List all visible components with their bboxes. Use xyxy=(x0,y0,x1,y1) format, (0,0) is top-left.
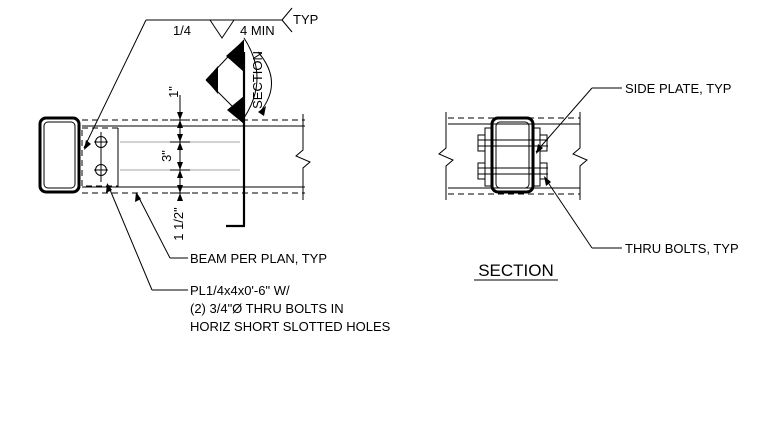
weld-symbol xyxy=(83,7,293,150)
side-plate-leader-arrow xyxy=(536,144,543,154)
section-marker-label: SECTION xyxy=(250,51,265,109)
plate-callout-line1: PL1/4x4x0'-6" W/ xyxy=(190,283,290,298)
hss-column-inner xyxy=(43,121,76,189)
section-break-right xyxy=(572,112,588,200)
dimension-string xyxy=(170,95,190,201)
section-cut xyxy=(205,37,258,228)
side-plate-leader xyxy=(535,87,593,153)
weld-size: 1/4 xyxy=(173,23,191,38)
dim-middle: 3" xyxy=(159,150,174,162)
section-title: SECTION xyxy=(478,261,554,280)
section-side-plate-left xyxy=(484,127,492,187)
plate-callout-line3: HORIZ SHORT SLOTTED HOLES xyxy=(190,319,391,334)
dim-top: 1" xyxy=(166,86,181,98)
section-hss xyxy=(490,116,535,194)
section-break-left xyxy=(438,112,454,200)
section-bolt-bottom xyxy=(477,162,548,180)
section-hss-inner xyxy=(495,121,530,189)
weld-length: 4 MIN xyxy=(240,23,275,38)
dim-bottom: 1 1/2" xyxy=(171,207,186,241)
section-side-plate-right xyxy=(533,127,541,187)
plate-leader xyxy=(107,184,153,291)
thru-bolts-callout: THRU BOLTS, TYP xyxy=(625,241,739,256)
beam-leader-arrow xyxy=(135,192,141,202)
plan-detail: 1" 3" 1 1/2" SECTION 1/4 4 MIN TYP xyxy=(38,7,391,334)
section-detail: SIDE PLATE, TYP THRU BOLTS, TYP SECTION xyxy=(438,81,739,281)
plate-leader-arrow xyxy=(106,183,112,193)
weld-tail-typ: TYP xyxy=(293,12,318,27)
beam-callout: BEAM PER PLAN, TYP xyxy=(190,251,327,266)
section-arrow-arc xyxy=(257,51,272,113)
hss-column xyxy=(38,116,81,194)
section-arrow-head xyxy=(258,106,266,116)
plate-callout-line2: (2) 3/4"Ø THRU BOLTS IN xyxy=(190,301,344,316)
beam-break-line xyxy=(295,114,311,200)
side-plate-callout: SIDE PLATE, TYP xyxy=(625,81,731,96)
section-bolt-top xyxy=(477,134,548,152)
thru-bolts-leader-arrow xyxy=(544,176,551,186)
beam-leader xyxy=(136,193,171,259)
thru-bolts-leader xyxy=(544,177,593,249)
